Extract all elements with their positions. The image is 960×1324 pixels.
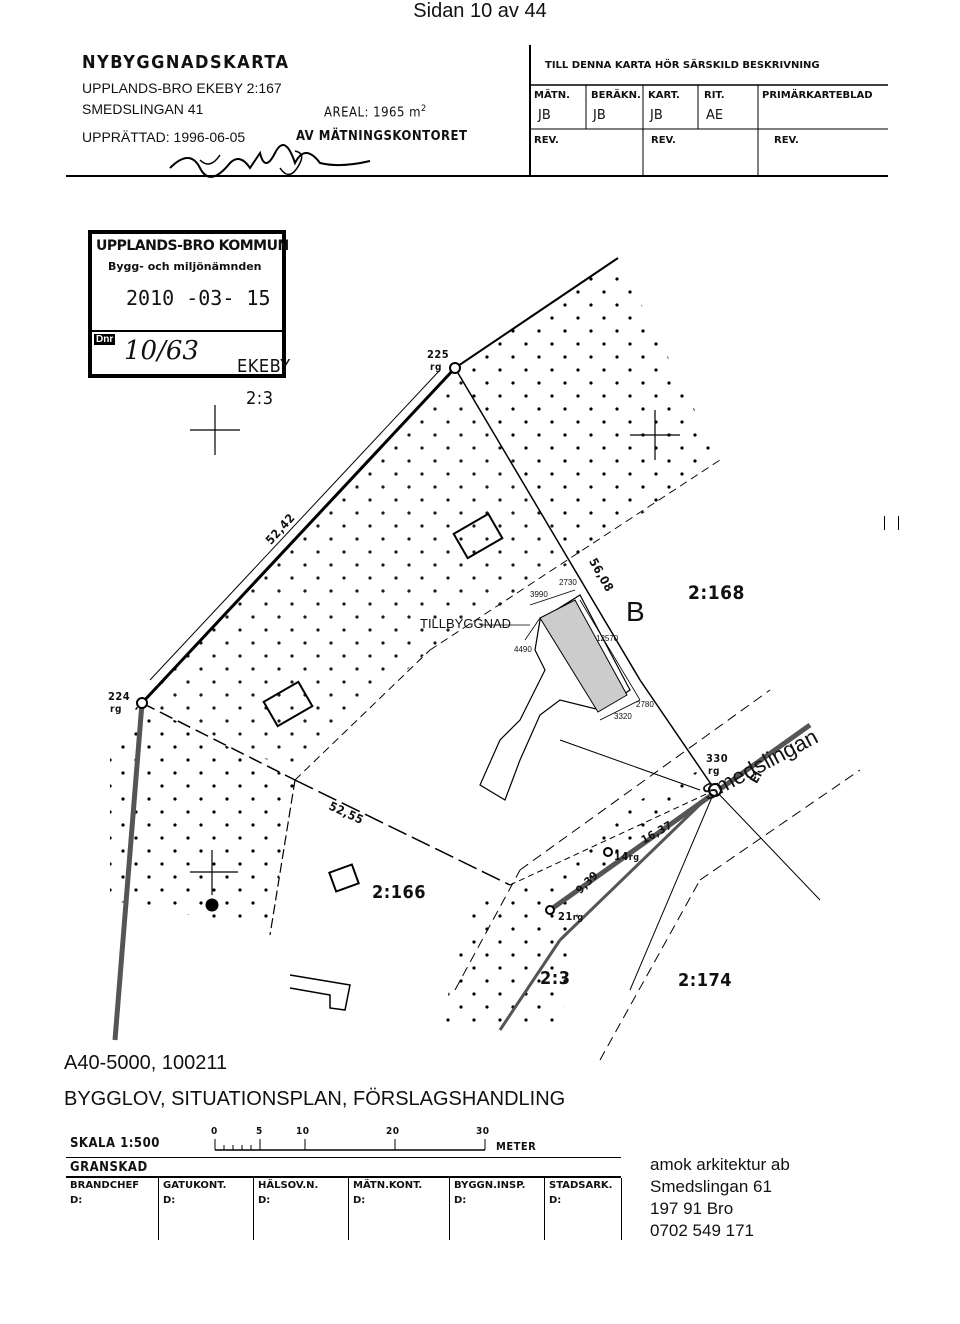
area-unit-sup: 2 [421,104,427,114]
scale-unit: METER [496,1140,537,1153]
label-parcel-2-174: 2:174 [678,970,733,991]
stamp-divider [92,330,282,332]
label-b: B [626,596,645,627]
pt-14: 14rg [614,850,640,863]
architect-phone: 0702 549 171 [650,1221,754,1240]
col-value: D: [70,1195,83,1206]
pt-21-rg: rg [572,913,584,923]
pt-330: 330 [706,752,729,765]
col-label: STADSARK. [549,1180,613,1191]
signature [169,144,371,178]
architect-street: Smedslingan 61 [650,1177,772,1196]
stamp-line1: UPPLANDS-BRO KOMMUN [96,238,289,254]
dim-3320: 3320 [614,712,632,721]
prepared-by: AV MÄTNINGSKONTORET [296,129,468,144]
col-label: BRANDCHEF [70,1180,140,1191]
architect-name: amok arkitektur ab [650,1155,790,1174]
pt-225: 225 [427,348,450,361]
scale-tick-20: 20 [386,1126,400,1137]
granskad-label: GRANSKAD [70,1160,148,1175]
col-value: D: [163,1195,176,1206]
title-note: TILL DENNA KARTA HÖR SÄRSKILD BESKRIVNIN… [545,60,820,71]
label-parcel-2-168: 2:168 [688,582,745,604]
col-label: GATUKONT. [163,1180,227,1191]
rev-3: REV. [774,135,799,146]
matn-label: MÄTN. [534,90,570,101]
col-value: D: [454,1195,467,1206]
pt-330-rg: rg [708,766,720,777]
area: AREAL: 1965 m2 [324,104,427,120]
rit-value: AE [706,108,724,123]
edge-mark [884,516,885,530]
col-label: HÄLSOV.N. [258,1180,319,1191]
col-byggninsp: BYGGN.INSP. D: [449,1178,545,1240]
stamp-date: 2010 -03- 15 [126,286,271,310]
granskad-rule-mid [66,1176,621,1178]
project-code: A40-5000, 100211 [64,1052,228,1074]
pt-14-rg: rg [628,853,640,863]
page-number: Sidan 10 av 44 [413,0,547,22]
scale-tick-5: 5 [256,1126,263,1137]
label-ekeby: EKEBY [237,356,291,377]
col-value: D: [258,1195,271,1206]
rit-label: RIT. [704,90,725,101]
kart-label: KART. [648,90,680,101]
scale-tick-10: 10 [296,1126,310,1137]
pt-224-rg: rg [110,704,122,715]
col-label: MÄTN.KONT. [353,1180,423,1191]
address: SMEDSLINGAN 41 [82,101,204,117]
label-parcel-2-166: 2:166 [372,882,427,903]
col-gatukont: GATUKONT. D: [158,1178,254,1240]
pt-14-num: 14 [614,850,629,863]
col-value: D: [353,1195,366,1206]
stamp-dnr-value: 10/63 [124,336,199,366]
review-table: BRANDCHEF D: GATUKONT. D: HÄLSOV.N. D: MÄTN… [66,1178,622,1240]
edge-mark-2 [898,516,899,530]
primar-label: PRIMÄRKARTEBLAD [762,90,873,101]
rev-2: REV. [651,135,676,146]
dim-3990: 3990 [530,590,548,599]
dim-12570: 12570 [596,634,619,643]
scale-tick-0: 0 [211,1126,218,1137]
kart-value: JB [650,108,663,123]
col-value: D: [549,1195,562,1206]
rev-1: REV. [534,135,559,146]
map-title: NYBYGGNADSKARTA [82,52,290,73]
pt-225-rg: rg [430,362,442,373]
granskad-rule-top [66,1157,621,1158]
scale-bar [214,1139,486,1151]
scale-label: SKALA 1:500 [70,1136,160,1151]
prepared-date: UPPRÄTTAD: 1996-06-05 [82,129,246,145]
label-parcel-2-3: 2:3 [246,388,274,409]
berakn-value: JB [593,108,606,123]
pt-21-num: 21 [558,910,573,923]
col-halsov: HÄLSOV.N. D: [253,1178,349,1240]
title-table-lines [529,45,888,175]
dim-2780: 2780 [636,700,654,709]
col-matnkont: MÄTN.KONT. D: [348,1178,450,1240]
project-description: BYGGLOV, SITUATIONSPLAN, FÖRSLAGSHANDLIN… [64,1088,566,1110]
dim-2730: 2730 [559,578,577,587]
label-parcel-2-3-bottom: 2:3 [540,968,571,989]
property-id: UPPLANDS-BRO EKEBY 2:167 [82,80,282,96]
architect-city: 197 91 Bro [650,1199,734,1218]
col-brandchef: BRANDCHEF D: [66,1178,159,1240]
area-label: AREAL: 1965 m [324,105,422,121]
scale-tick-30: 30 [476,1126,490,1137]
pt-21: 21rg [558,910,584,923]
stamp-line2: Bygg- och miljönämnden [108,260,262,273]
pt-224: 224 [108,690,131,703]
col-stadsark: STADSARK. D: [544,1178,622,1240]
dim-4490: 4490 [514,645,532,654]
stamp-dnr-label: Dnr [94,334,116,345]
municipal-stamp: UPPLANDS-BRO KOMMUN Bygg- och miljönämnd… [88,230,289,378]
label-tillbyggnad: TILLBYGGNAD [420,616,512,631]
matn-value: JB [538,108,551,123]
col-label: BYGGN.INSP. [454,1180,526,1191]
header-rule [66,175,888,177]
berakn-label: BERÄKN. [591,90,641,101]
